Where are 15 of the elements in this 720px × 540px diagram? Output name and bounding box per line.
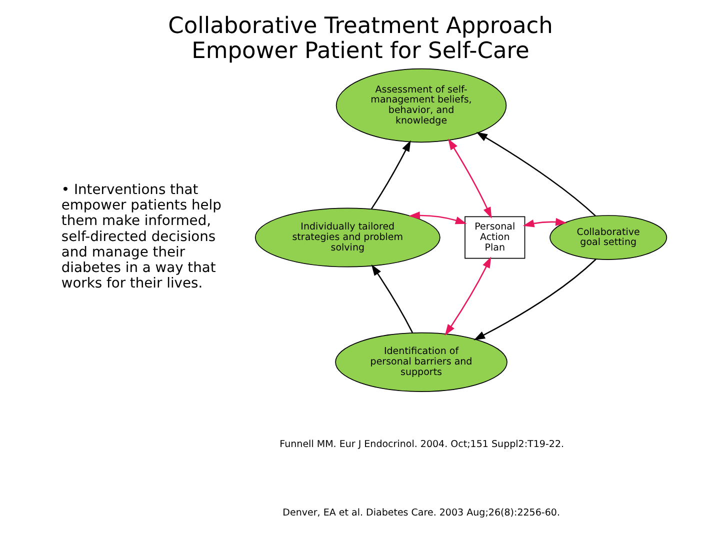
node-box: Personal Action Plan — [464, 216, 525, 259]
arrow — [522, 218, 566, 228]
label: Denver, EA et al. Diabetes Care. 2003 Aug;26(8):2256-60. — [282, 507, 560, 518]
arrow — [444, 256, 491, 336]
arrow — [448, 138, 492, 218]
label: • Interventions that empower patients help them make informed, self-directed decisions and manage their diabetes in a way that works for their lives. — [60, 182, 221, 292]
node-ellipse: Collaborative goal setting — [549, 215, 667, 260]
arrow — [476, 132, 596, 216]
arrow — [370, 140, 410, 210]
arrow — [408, 212, 466, 224]
node-ellipse: Individually tailored strategies and problem solving — [254, 208, 440, 268]
arrow — [370, 264, 413, 333]
label: Funnell MM. Eur J Endocrinol. 2004. Oct;151 Suppl2:T19-22. — [279, 438, 564, 450]
arrow — [473, 258, 596, 340]
diagram-title: Collaborative Treatment Approach Empower Patient for Self-Care — [168, 13, 552, 64]
